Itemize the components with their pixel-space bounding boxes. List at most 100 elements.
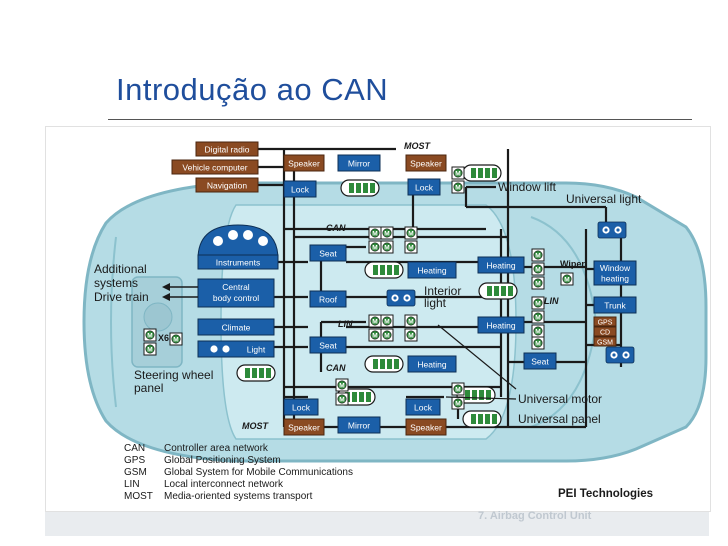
legend-abbr: GPS — [124, 455, 145, 466]
motor-icon — [143, 328, 157, 342]
speaker-bottom-left: Speaker — [288, 423, 320, 433]
digital-radio-module: Digital radio — [205, 145, 250, 155]
universal-motor-label: Universal motor — [518, 392, 602, 406]
abbreviation-legend: CAN Controller area network GPS Global P… — [124, 443, 353, 502]
climate-module: Climate — [222, 323, 251, 333]
title-divider — [108, 119, 692, 120]
motor-icon — [404, 328, 418, 342]
most-bus-label-bottom: MOST — [242, 421, 270, 431]
wiper-motor-icon — [560, 272, 574, 286]
diagram-canvas: M — [82, 141, 708, 502]
can-bus-label-top: CAN — [326, 223, 346, 233]
universal-light-label: Universal light — [566, 192, 642, 206]
window-lift-panel-icon — [462, 164, 502, 182]
seat-right-module: Seat — [531, 357, 549, 367]
motor-icon — [335, 378, 349, 392]
heating-center-bottom: Heating — [417, 360, 447, 370]
can-bus-label-bottom: CAN — [326, 363, 346, 373]
universal-panel-label: Universal panel — [518, 412, 601, 426]
central-body-control-line2: body control — [213, 293, 259, 303]
motor-icon — [380, 240, 394, 254]
motor-icon — [531, 324, 545, 338]
universal-panel-icon — [462, 410, 502, 428]
legend-text: Global Positioning System — [164, 455, 281, 466]
speaker-top-right: Speaker — [410, 159, 442, 169]
motor-icon — [335, 392, 349, 406]
navigation-module: Navigation — [207, 181, 247, 191]
instrument-cluster: Instruments — [197, 224, 279, 270]
mirror-bottom-left: Mirror — [348, 421, 370, 431]
motor-icon — [143, 342, 157, 356]
motor-icon — [531, 296, 545, 310]
gsm-module: GSM — [597, 340, 613, 347]
central-body-control-line1: Central — [222, 282, 250, 292]
speaker-top-left: Speaker — [288, 159, 320, 169]
light-module: Light — [247, 345, 266, 355]
lin-bus-label-left: LIN — [338, 319, 353, 329]
steering-wheel-panel-line1: Steering wheel — [134, 368, 213, 382]
seat-panel-icon — [364, 355, 404, 373]
motor-icon — [368, 328, 382, 342]
motor-icon — [169, 332, 183, 346]
lin-bus-label-right: LIN — [544, 296, 559, 306]
steering-wheel-panel-line2: panel — [134, 381, 163, 395]
interior-light-line2: light — [424, 296, 447, 310]
seat-bottom-module: Seat — [319, 341, 337, 351]
can-network-diagram: M — [45, 126, 711, 512]
motor-icon — [368, 314, 382, 328]
infotainment-cluster: Digital radio Vehicle computer Navigatio… — [171, 141, 259, 193]
legend-text: Controller area network — [164, 443, 269, 454]
motor-icon — [451, 396, 465, 410]
motor-icon — [380, 328, 394, 342]
motor-icon — [531, 336, 545, 350]
heating-center-top: Heating — [417, 266, 447, 276]
roof-module: Roof — [319, 295, 338, 305]
cd-module: CD — [600, 330, 610, 337]
legend-abbr: CAN — [124, 443, 145, 454]
x6-label: X6 — [158, 333, 169, 343]
motor-icon — [531, 310, 545, 324]
lock-top-right: Lock — [415, 183, 434, 193]
rear-light-icon — [605, 346, 635, 364]
speaker-bottom-right: Speaker — [410, 423, 442, 433]
legend-text: Media-oriented systems transport — [164, 491, 313, 502]
motor-icon — [404, 314, 418, 328]
motor-icon — [404, 240, 418, 254]
seat-panel-icon — [364, 261, 404, 279]
legend-abbr: MOST — [124, 491, 153, 502]
window-heating-line2: heating — [601, 274, 629, 284]
lock-top-left: Lock — [291, 185, 310, 195]
vehicle-computer-module: Vehicle computer — [182, 163, 247, 173]
slide-title: Introdução ao CAN — [116, 72, 389, 107]
window-heating-line1: Window — [600, 263, 631, 273]
legend-abbr: GSM — [124, 467, 147, 478]
motor-icon — [531, 276, 545, 290]
additional-systems-line1: Additional — [94, 262, 147, 276]
motor-icon — [531, 262, 545, 276]
motor-icon — [451, 382, 465, 396]
motor-icon — [380, 226, 394, 240]
mirror-panel-icon — [340, 179, 380, 197]
legend-abbr: LIN — [124, 479, 140, 490]
legend-text: Global System for Mobile Communications — [164, 467, 353, 478]
pei-technologies-credit: PEI Technologies — [558, 488, 653, 500]
footer-text: 7. Airbag Control Unit — [478, 510, 592, 522]
seat-panel-icon — [478, 282, 518, 300]
gps-module: GPS — [598, 320, 613, 327]
interior-light-line1: Interior — [424, 284, 461, 298]
universal-light-icon — [597, 221, 627, 239]
motor-icon — [404, 226, 418, 240]
heating-right-mid: Heating — [486, 321, 516, 331]
lock-bottom-right: Lock — [414, 403, 433, 413]
drive-train-label: Drive train — [94, 290, 149, 304]
window-lift-label: Window lift — [498, 180, 557, 194]
motor-icon — [451, 180, 465, 194]
motor-icon — [368, 226, 382, 240]
motor-icon — [380, 314, 394, 328]
trunk-module: Trunk — [604, 301, 626, 311]
lock-bottom-left: Lock — [292, 403, 311, 413]
seat-top-module: Seat — [319, 249, 337, 259]
motor-icon — [368, 240, 382, 254]
legend-text: Local interconnect network — [164, 479, 284, 490]
heating-right-top: Heating — [486, 261, 516, 271]
